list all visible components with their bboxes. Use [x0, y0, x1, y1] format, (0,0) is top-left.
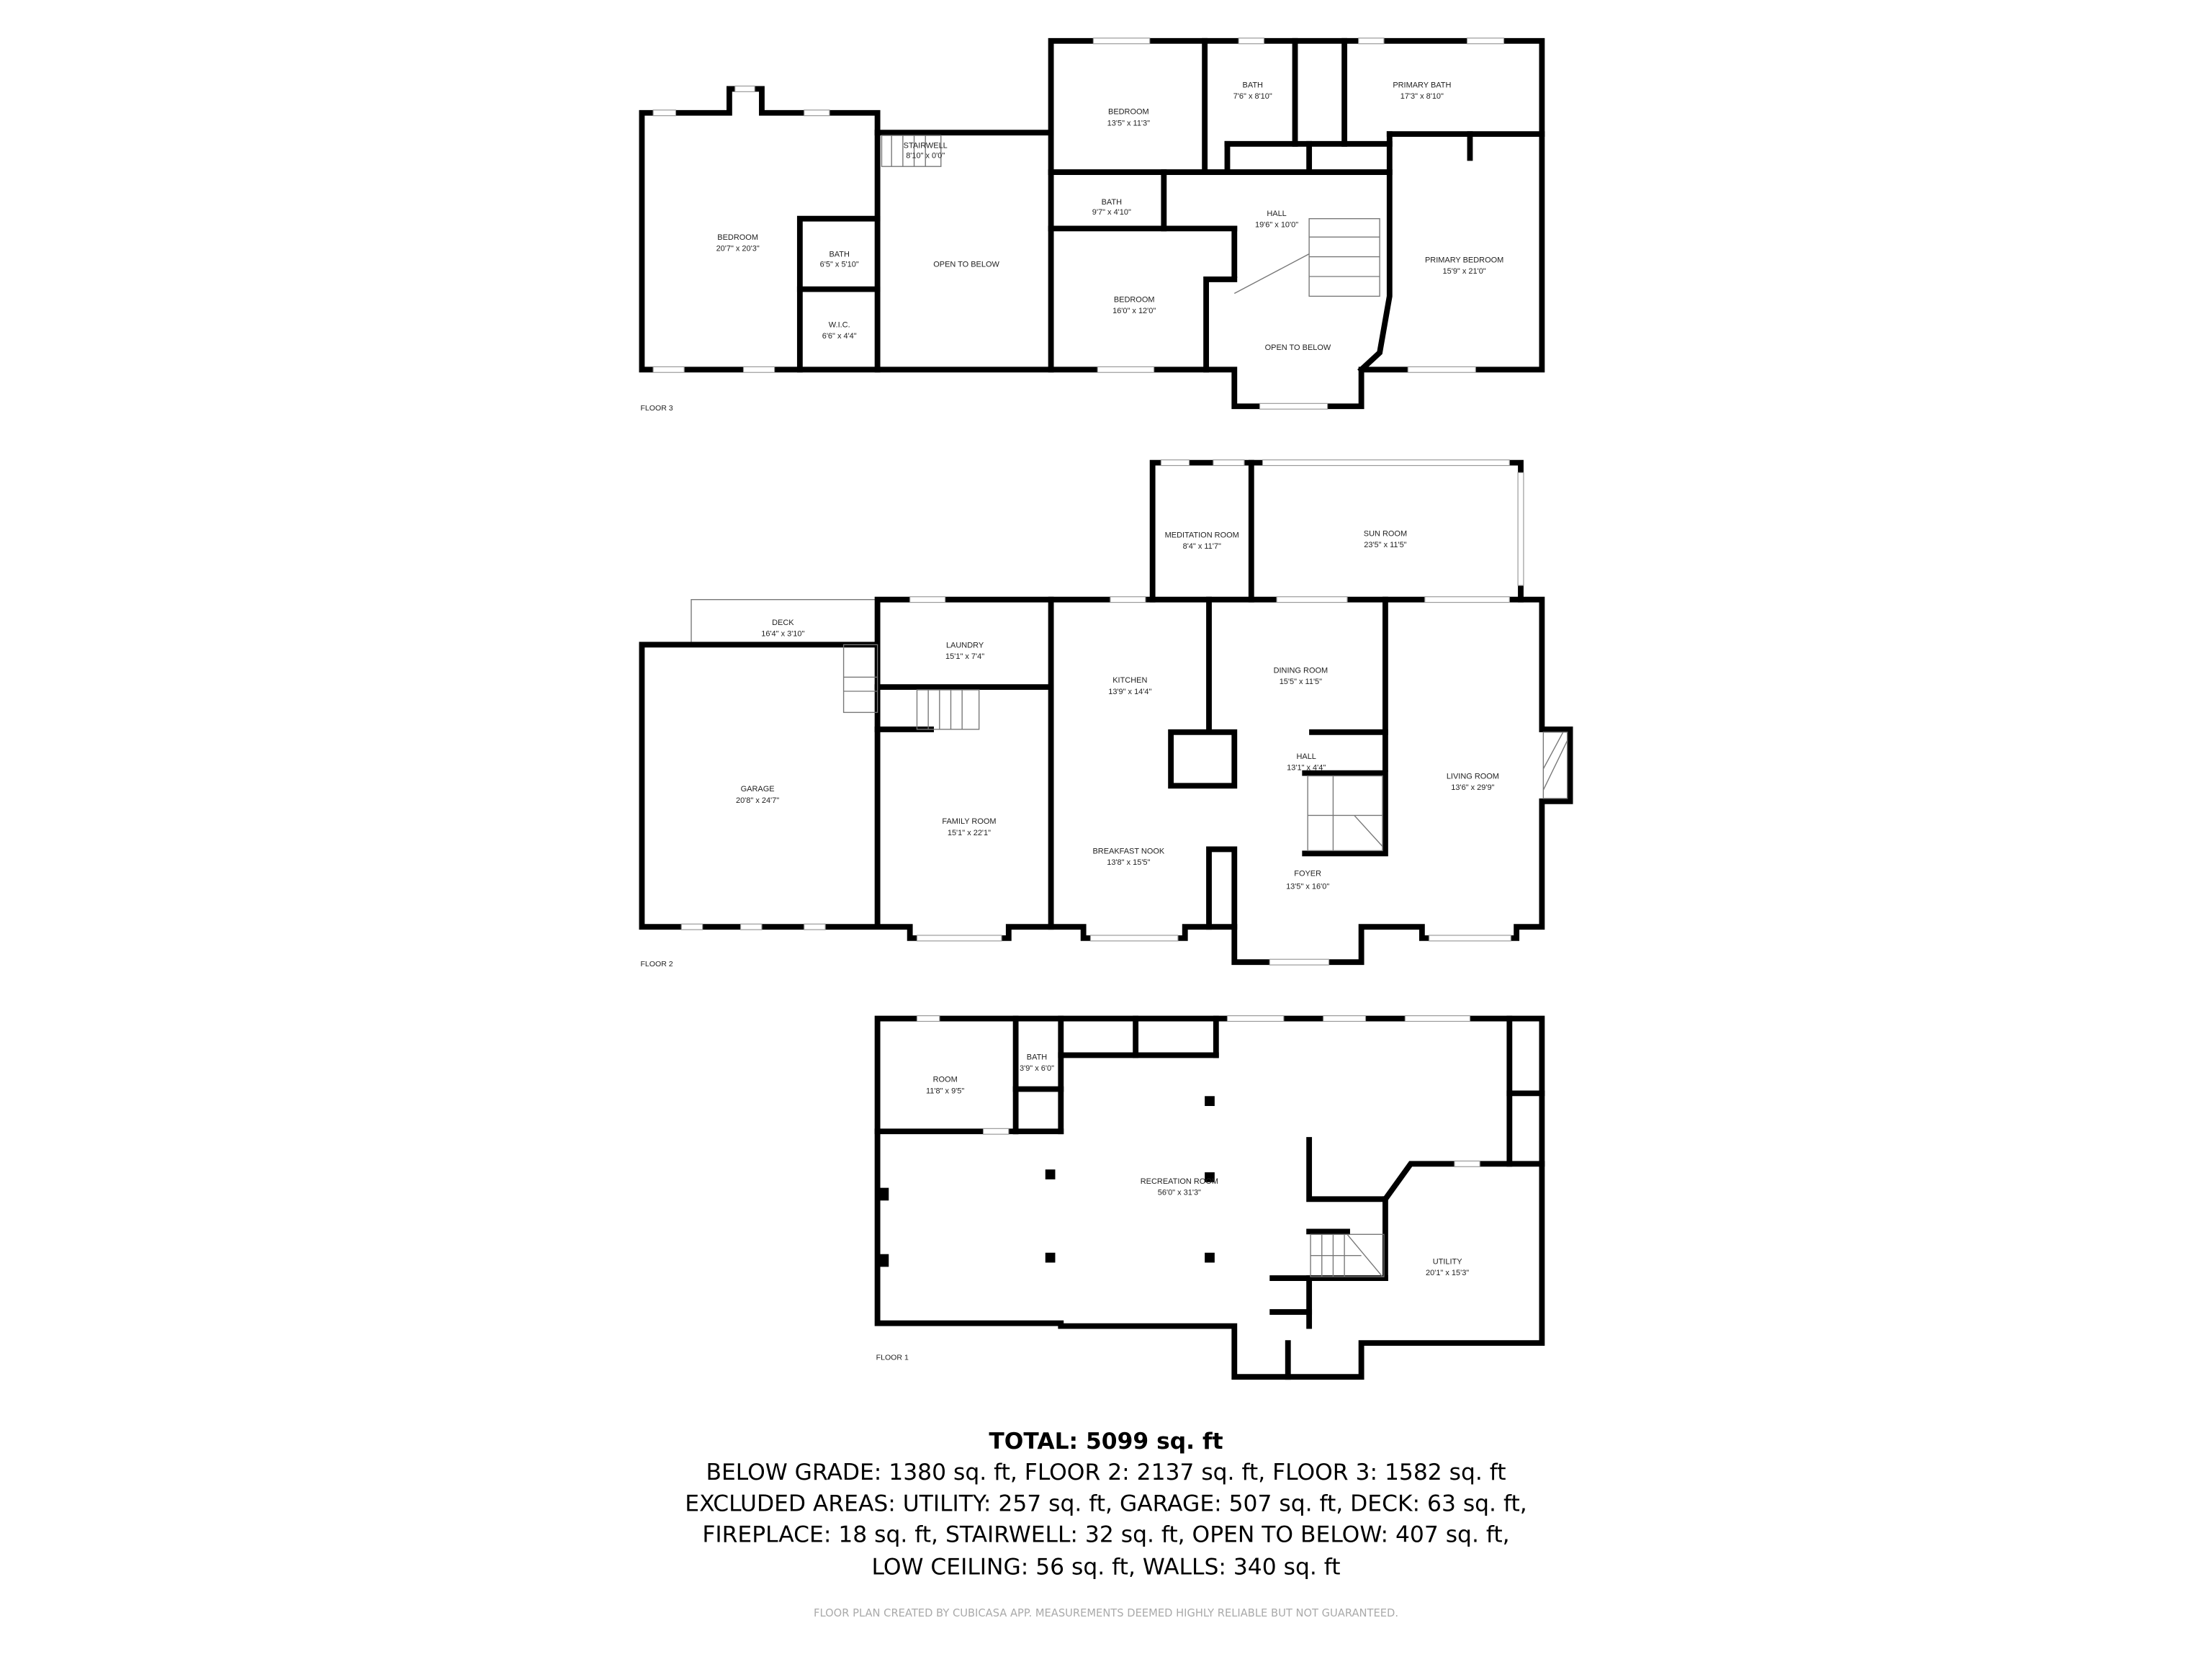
- room-dims: 13'5" x 11'3": [1107, 119, 1150, 127]
- floor-3-stairs: [881, 135, 1380, 297]
- room-dims: 15'5" x 11'5": [1280, 678, 1322, 686]
- room-name: STAIRWELL: [904, 142, 948, 150]
- room-name: MEDITATION ROOM: [1165, 531, 1239, 539]
- room-name: FAMILY ROOM: [942, 817, 996, 826]
- room-dims: 13'5" x 16'0": [1286, 882, 1329, 891]
- room-dims: 20'7" x 20'3": [716, 245, 760, 253]
- room-dims: 13'6" x 29'9": [1451, 783, 1494, 792]
- room-name: BATH: [1243, 81, 1264, 89]
- floor-3-plan: BEDROOM 20'7" x 20'3" STAIRWELL 8'10" x …: [639, 37, 1545, 413]
- room-dims: 8'10" x 0'0": [906, 151, 945, 160]
- room-name: KITCHEN: [1112, 676, 1147, 685]
- room-dims: 17'3" x 8'10": [1401, 92, 1444, 101]
- floor-1-stairs: [1310, 1233, 1385, 1277]
- room-name: BATH: [829, 251, 850, 259]
- room-name: ROOM: [933, 1076, 958, 1084]
- room-name: PRIMARY BATH: [1393, 81, 1451, 89]
- room-name: OPEN TO BELOW: [933, 260, 999, 269]
- room-name: HALL: [1267, 210, 1286, 218]
- floor-1-columns: [877, 1096, 1215, 1267]
- room-dims: 6'6" x 4'4": [822, 332, 857, 341]
- room-name: BEDROOM: [717, 233, 758, 242]
- room-dims: 20'8" x 24'7": [736, 796, 779, 805]
- floor-label: FLOOR 3: [640, 404, 673, 413]
- room-name: PRIMARY BEDROOM: [1425, 256, 1503, 264]
- room-name: UTILITY: [1433, 1257, 1463, 1266]
- room-dims: 15'1" x 22'1": [948, 829, 991, 837]
- room-name: DECK: [772, 619, 794, 627]
- room-dims: 15'9" x 21'0": [1443, 267, 1486, 276]
- room-name: BATH: [1102, 198, 1123, 207]
- room-name: GARAGE: [741, 785, 775, 793]
- floor-2-walls: [639, 459, 1573, 966]
- floor-2-windows: [680, 459, 1524, 966]
- summary-line: BELOW GRADE: 1380 sq. ft, FLOOR 2: 2137 …: [706, 1460, 1506, 1485]
- summary-line: LOW CEILING: 56 sq. ft, WALLS: 340 sq. f…: [871, 1554, 1340, 1580]
- room-dims: 11'8" x 9'5": [926, 1087, 964, 1095]
- room-dims: 13'8" x 15'5": [1107, 858, 1150, 867]
- room-dims: 13'1" x 4'4": [1287, 764, 1326, 773]
- summary-line: FIREPLACE: 18 sq. ft, STAIRWELL: 32 sq. …: [702, 1521, 1509, 1547]
- floor-2-room-labels: MEDITATION ROOM 8'4" x 11'7" SUN ROOM 23…: [736, 529, 1499, 891]
- room-dims: 16'0" x 12'0": [1112, 307, 1156, 315]
- room-dims: 15'1" x 7'4": [945, 652, 984, 661]
- room-dims: 56'0" x 31'3": [1158, 1188, 1201, 1197]
- room-name: BREAKFAST NOOK: [1092, 847, 1164, 855]
- room-dims: 3'9" x 6'0": [1020, 1064, 1054, 1073]
- floor-1-windows: [916, 1015, 1480, 1167]
- floor-label: FLOOR 1: [876, 1354, 909, 1362]
- room-name: DINING ROOM: [1274, 667, 1328, 675]
- room-dims: 16'4" x 3'10": [761, 630, 804, 639]
- room-dims: 19'6" x 10'0": [1255, 220, 1298, 229]
- room-name: BEDROOM: [1114, 295, 1155, 304]
- room-name: W.I.C.: [829, 321, 850, 330]
- room-dims: 8'4" x 11'7": [1183, 542, 1221, 551]
- room-dims: 23'5" x 11'5": [1364, 541, 1406, 549]
- room-dims: 9'7" x 4'10": [1092, 208, 1131, 217]
- area-summary: TOTAL: 5099 sq. ft BELOW GRADE: 1380 sq.…: [685, 1429, 1527, 1619]
- floor-1-plan: ROOM 11'8" x 9'5" BATH 3'9" x 6'0" RECRE…: [874, 1015, 1545, 1380]
- total-area: TOTAL: 5099 sq. ft: [989, 1429, 1223, 1455]
- room-name: LAUNDRY: [946, 641, 984, 649]
- room-dims: 7'6" x 8'10": [1233, 92, 1272, 101]
- room-name: BEDROOM: [1108, 108, 1149, 117]
- floor-label: FLOOR 2: [640, 960, 673, 968]
- room-name: RECREATION ROOM: [1141, 1177, 1218, 1186]
- room-name: OPEN TO BELOW: [1265, 343, 1331, 352]
- floor-3-room-labels: BEDROOM 20'7" x 20'3" STAIRWELL 8'10" x …: [716, 81, 1504, 351]
- floor-3-windows: [652, 37, 1505, 410]
- room-dims: 20'1" x 15'3": [1426, 1269, 1469, 1277]
- room-name: BATH: [1027, 1053, 1048, 1061]
- floor-1-room-labels: ROOM 11'8" x 9'5" BATH 3'9" x 6'0" RECRE…: [926, 1053, 1469, 1277]
- room-dims: 13'9" x 14'4": [1108, 688, 1151, 696]
- floor-1-walls: [874, 1015, 1545, 1380]
- room-name: LIVING ROOM: [1447, 772, 1499, 781]
- room-name: FOYER: [1294, 870, 1321, 878]
- room-name: HALL: [1296, 752, 1316, 761]
- room-name: SUN ROOM: [1364, 529, 1407, 538]
- floor-2-stairs: [842, 644, 1568, 852]
- room-dims: 6'5" x 5'10": [820, 260, 859, 269]
- disclaimer: FLOOR PLAN CREATED BY CUBICASA APP. MEAS…: [814, 1607, 1398, 1619]
- floor-2-plan: MEDITATION ROOM 8'4" x 11'7" SUN ROOM 23…: [639, 459, 1573, 968]
- summary-line: EXCLUDED AREAS: UTILITY: 257 sq. ft, GAR…: [685, 1491, 1527, 1516]
